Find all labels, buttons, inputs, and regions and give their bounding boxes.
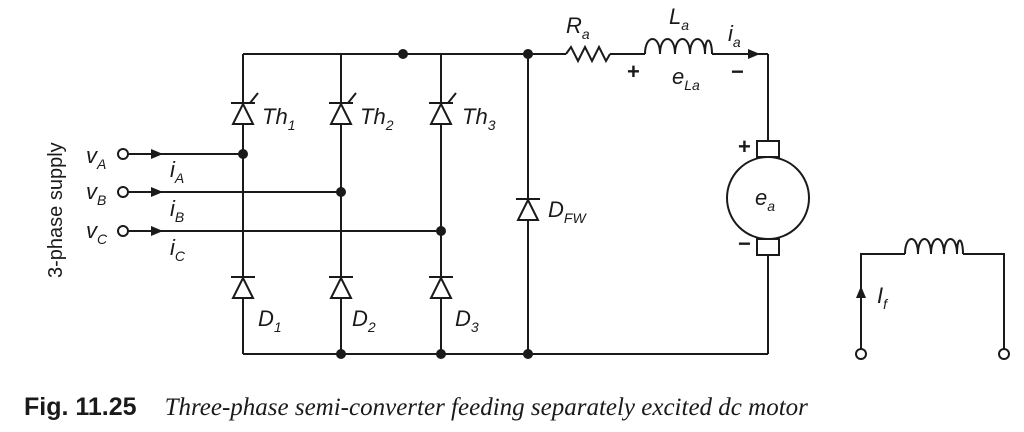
junction-bottom-3: [436, 349, 446, 359]
junction-bottom-fw: [523, 349, 533, 359]
field-current-label: If: [877, 283, 889, 312]
figure-caption: Fig. 11.25 Three-phase semi-converter fee…: [24, 393, 1014, 422]
motor-emf-label: ea: [755, 185, 775, 214]
inductor-label: La: [669, 4, 689, 33]
field-winding: [855, 238, 1010, 360]
field-terminal-right: [998, 348, 1010, 360]
circuit-diagram: 3-phase supply vA vB vC iA iB iC Th1 Th2…: [45, 4, 1010, 360]
terminal-a: [117, 148, 129, 160]
diode-dfw: [516, 197, 540, 221]
junction-top-mid: [398, 49, 408, 59]
inductor-emf-label: eLa: [672, 64, 700, 93]
figure-number: Fig. 11.25: [24, 393, 137, 421]
diode-d3: [429, 275, 453, 299]
diode-label-3: D3: [455, 306, 479, 335]
current-arrow-c: [151, 226, 163, 236]
terminal-c: [117, 225, 129, 237]
field-current-arrow: [856, 286, 866, 298]
thyristor-th3: [429, 92, 457, 125]
current-label-a: iA: [170, 157, 184, 186]
diode-d2: [329, 275, 353, 299]
thyristor-label-3: Th3: [462, 104, 496, 133]
thyristor-th2: [329, 92, 357, 125]
current-label-c: iC: [170, 235, 186, 264]
freewheel-label: DFW: [548, 197, 587, 226]
dc-motor: [726, 140, 810, 256]
field-terminal-left: [855, 348, 867, 360]
motor-plus-sign: +: [738, 134, 751, 159]
voltage-label-b: vB: [86, 179, 106, 208]
junction-bottom-2: [336, 349, 346, 359]
armature-current-arrow: [748, 49, 760, 59]
resistor-label: Ra: [566, 13, 590, 42]
voltage-label-c: vC: [86, 218, 108, 247]
resistor-ra: [565, 44, 611, 64]
thyristor-label-1: Th1: [262, 104, 295, 133]
thyristor-th1: [231, 92, 259, 125]
current-arrow-a: [151, 149, 163, 159]
figure-caption-text: Three-phase semi-converter feeding separ…: [164, 394, 808, 421]
thyristor-label-2: Th2: [360, 104, 394, 133]
junction-c: [436, 226, 446, 236]
supply-label: 3-phase supply: [45, 142, 67, 278]
armature-current-label: ia: [728, 21, 741, 50]
junction-b: [336, 187, 346, 197]
terminal-b: [117, 186, 129, 198]
diode-label-2: D2: [352, 306, 376, 335]
inductor-la: [644, 38, 713, 55]
current-arrow-b: [151, 187, 163, 197]
inductor-minus-sign: −: [731, 59, 744, 84]
current-label-b: iB: [170, 196, 184, 225]
junction-a: [238, 149, 248, 159]
diode-label-1: D1: [258, 306, 282, 335]
inductor-plus-sign: +: [627, 59, 640, 84]
diode-d1: [231, 275, 255, 299]
voltage-label-a: vA: [86, 143, 106, 172]
motor-minus-sign: −: [738, 231, 751, 256]
